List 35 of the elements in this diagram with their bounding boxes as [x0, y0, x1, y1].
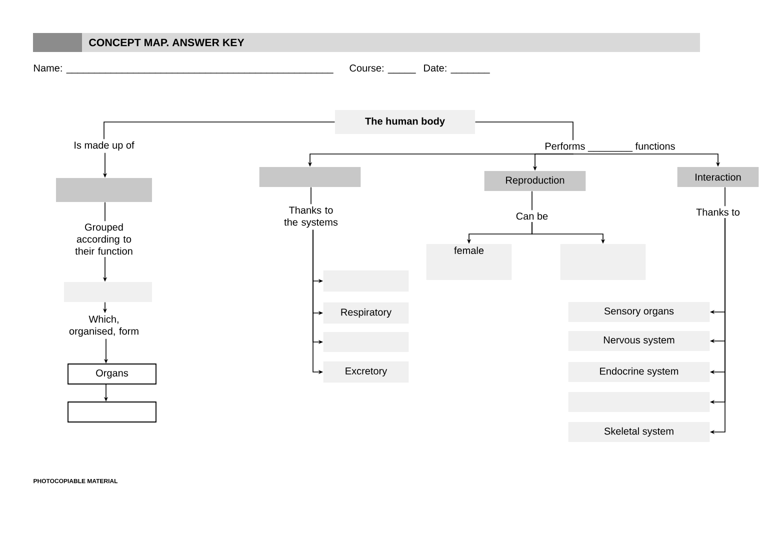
concept-box: Skeletal system — [568, 422, 710, 442]
blank-box — [56, 178, 152, 202]
linking-phrase: Grouped according to their function — [75, 223, 132, 255]
connector — [104, 202, 106, 222]
concept-box: Sensory organs — [568, 302, 710, 322]
title-bar: CONCEPT MAP. ANSWER KEY — [33, 33, 700, 52]
blank-box — [323, 332, 409, 352]
connector — [310, 186, 312, 204]
concept-box: Respiratory — [323, 302, 409, 324]
linking-phrase: Which, organised, form — [69, 315, 138, 337]
concept-box: female — [426, 244, 512, 280]
connector — [724, 186, 726, 206]
blank-box — [64, 282, 152, 302]
name-field: Name: ________________________________________________ — [34, 64, 334, 74]
course-field: Course: _____ — [350, 64, 416, 74]
blank-box — [323, 270, 409, 292]
linking-phrase: Can be — [516, 212, 548, 220]
blank-box — [68, 402, 156, 422]
linking-phrase: Is made up of — [74, 141, 134, 151]
concept-box: Excretory — [323, 361, 409, 383]
connector — [104, 122, 336, 140]
linking-phrase: Thanks to — [696, 208, 740, 216]
blank-box — [560, 244, 646, 280]
connector — [474, 122, 574, 141]
concept-box: The human body — [335, 110, 475, 134]
blank-box — [568, 392, 710, 412]
blank-box — [259, 167, 361, 187]
concept-box: Interaction — [677, 167, 759, 187]
concept-box: Endocrine system — [568, 362, 710, 382]
concept-box: Organs — [68, 364, 156, 384]
linking-phrase: Performs ________ functions — [546, 142, 675, 152]
concept-box: Reproduction — [484, 171, 586, 191]
concept-box: Nervous system — [568, 331, 710, 351]
linking-phrase: Thanks to the systems — [284, 206, 338, 228]
date-field: Date: _______ — [424, 64, 490, 74]
